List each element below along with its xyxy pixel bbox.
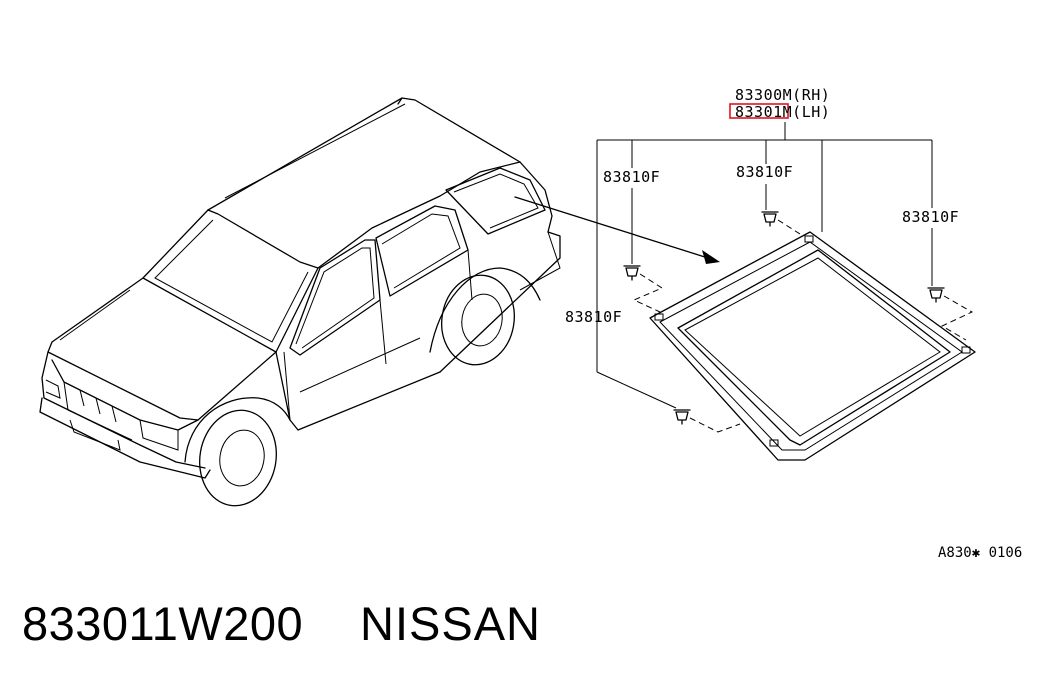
placement-lines	[632, 219, 974, 433]
part-label-lh-suffix: M(LH)	[783, 103, 831, 121]
vehicle-illustration	[39, 97, 561, 507]
diagram-code: A830✱ 0106	[938, 545, 1022, 561]
part-label-lh-number: 83301	[735, 103, 783, 121]
fastener-label: 83810F	[902, 208, 959, 226]
fastener-clip	[761, 211, 779, 227]
brand-caption: NISSAN	[360, 597, 541, 650]
fastener-label: 83810F	[603, 168, 660, 186]
fastener-clip	[623, 265, 641, 281]
fastener-label: 83810F	[565, 308, 622, 326]
fastener-clip	[673, 409, 691, 425]
pointer-arrow	[514, 196, 720, 264]
glass-panel	[649, 231, 976, 461]
leader-lines	[596, 122, 933, 409]
part-number-caption: 833011W200	[22, 597, 304, 650]
part-label-rh: 83300M(RH)	[735, 86, 830, 104]
fastener-clip	[927, 287, 945, 303]
part-highlight-box	[729, 103, 789, 119]
fastener-clips	[623, 211, 945, 425]
part-label-lh: 83301M(LH)	[735, 103, 830, 121]
fastener-label: 83810F	[736, 163, 793, 181]
